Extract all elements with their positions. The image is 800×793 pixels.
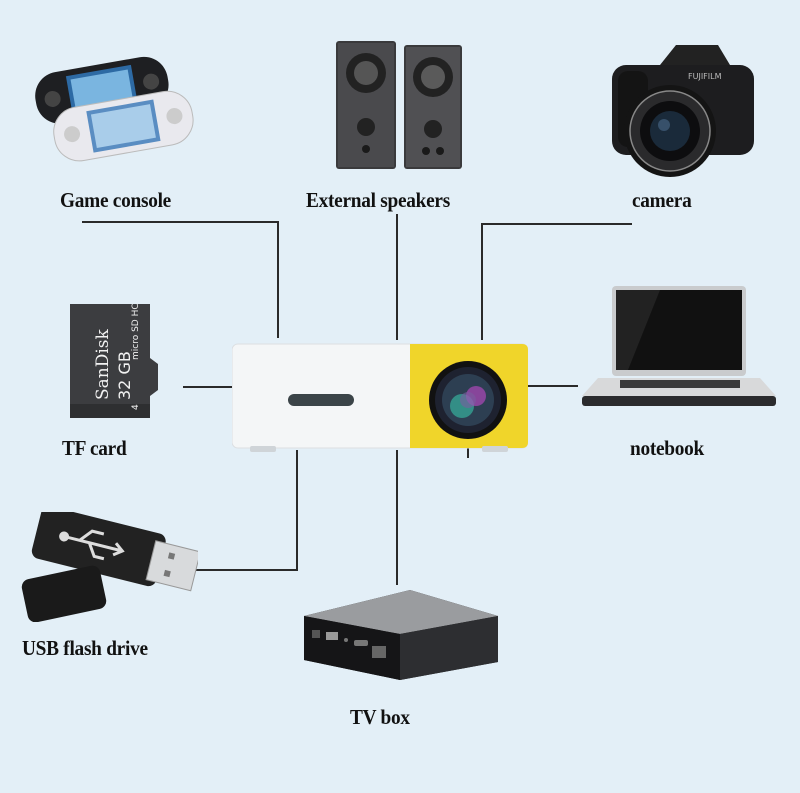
label-external-speakers: External speakers xyxy=(306,188,450,212)
label-tf-card: TF card xyxy=(62,436,127,460)
tv-box-icon xyxy=(304,590,498,680)
usb-flash-drive-image xyxy=(18,506,202,623)
sd-class: 4 xyxy=(131,404,141,410)
label-game-console: Game console xyxy=(60,188,171,212)
sd-brand: SanDisk xyxy=(93,328,113,400)
speaker-icon xyxy=(336,41,462,169)
sd-capacity: 32 GB xyxy=(115,351,134,400)
mini-projector-image xyxy=(231,340,529,452)
camera-brand: FUJIFILM xyxy=(688,72,722,81)
label-usb-flash-drive: USB flash drive xyxy=(22,636,148,660)
line-usb xyxy=(196,450,298,571)
sd-card-icon: SanDisk 32 GB micro SD HC 4 xyxy=(70,303,158,418)
notebook-image xyxy=(580,282,780,412)
sd-type: micro SD HC xyxy=(131,303,141,360)
usb-icon xyxy=(21,506,202,623)
game-console-icon xyxy=(35,56,194,162)
laptop-icon xyxy=(582,286,776,406)
game-console-image xyxy=(10,48,200,168)
label-notebook: notebook xyxy=(630,436,705,460)
tv-box-image xyxy=(300,580,500,685)
line-game-console xyxy=(82,221,279,338)
camera-image: FUJIFILM xyxy=(598,35,768,185)
tf-card-image: SanDisk 32 GB micro SD HC 4 xyxy=(66,300,162,420)
line-camera xyxy=(481,223,632,340)
label-tv-box: TV box xyxy=(350,705,410,729)
camera-icon: FUJIFILM xyxy=(612,45,754,177)
label-camera: camera xyxy=(632,188,692,212)
external-speakers-image xyxy=(330,35,470,180)
projector-icon xyxy=(231,343,529,452)
